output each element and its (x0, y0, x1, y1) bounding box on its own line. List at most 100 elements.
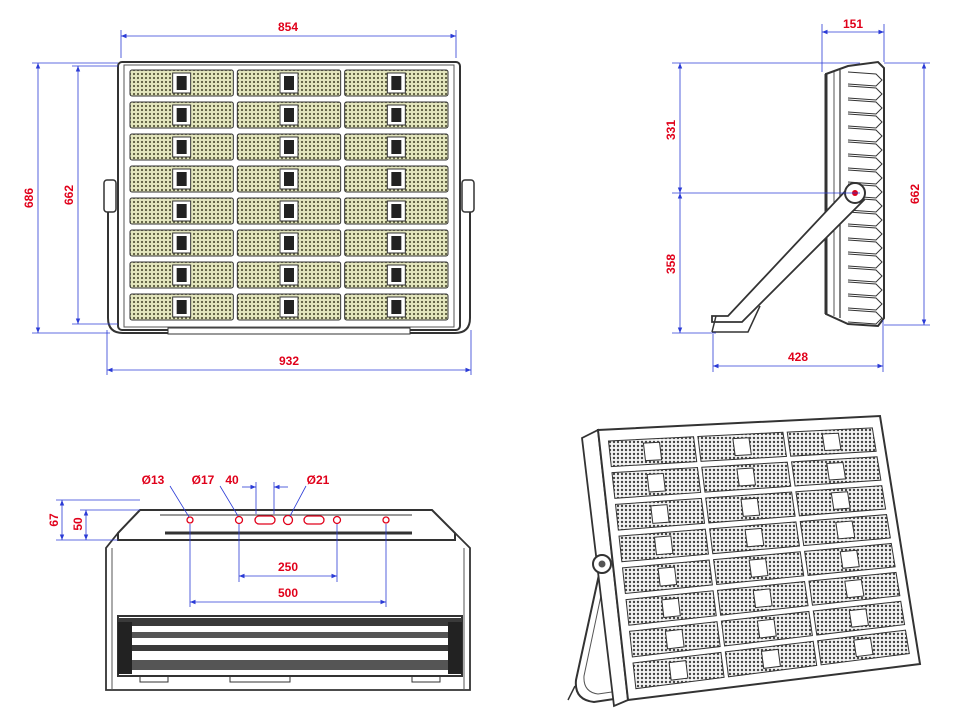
front-lens-core (284, 300, 294, 314)
front-lens-core (284, 140, 294, 154)
side-fin (847, 267, 883, 283)
iso-lens (661, 597, 681, 619)
side-fin (847, 85, 883, 101)
label-d17: Ø17 (192, 473, 215, 487)
side-fin (847, 295, 883, 311)
dim-50-label: 50 (71, 517, 85, 531)
front-lens-core (284, 76, 294, 90)
front-lens-core (176, 108, 187, 122)
iso-lens (642, 441, 663, 462)
front-lens-core (284, 204, 294, 218)
front-housing-inner (123, 64, 455, 328)
side-fin (847, 211, 883, 227)
iso-lens (744, 527, 765, 548)
hole-d21 (282, 514, 294, 526)
front-lens-core (391, 204, 402, 218)
front-lens-core (176, 76, 187, 90)
front-view: 854 932 686 662 (22, 20, 475, 375)
iso-lens (668, 660, 689, 681)
front-lens-core (284, 108, 294, 122)
front-lens-core (284, 268, 294, 282)
front-lens-core (176, 172, 187, 186)
iso-bracket (574, 569, 851, 704)
front-pivot-right (461, 179, 475, 213)
front-lens-core (176, 268, 187, 282)
iso-lens (646, 472, 666, 493)
iso-lens (748, 558, 769, 578)
bottom-view: Ø13 Ø17 Ø21 40 67 50 250 500 (47, 473, 471, 691)
front-lens-core (284, 236, 294, 250)
front-lens-core (391, 300, 402, 314)
hole-right-2 (382, 516, 390, 524)
isometric-view (567, 414, 922, 708)
iso-led-modules (607, 427, 910, 690)
side-fin (847, 113, 883, 129)
front-lens-core (176, 236, 187, 250)
label-d13: Ø13 (142, 473, 165, 487)
dim-428-label: 428 (788, 350, 808, 364)
front-led-modules (129, 69, 449, 321)
dim-854-label: 854 (278, 20, 298, 34)
side-fin (847, 127, 883, 143)
side-fin (847, 71, 883, 87)
iso-lens (664, 628, 685, 650)
iso-lens (848, 608, 869, 628)
iso-lens (657, 566, 678, 587)
side-fin (847, 169, 883, 185)
side-heatsink-fins (833, 70, 883, 325)
dim-151-label: 151 (843, 17, 863, 31)
side-fin (847, 225, 883, 241)
dim-331-label: 331 (664, 120, 678, 140)
front-lens-core (176, 204, 187, 218)
front-lens-core (391, 76, 402, 90)
side-fin (847, 197, 883, 213)
slot-40-right (303, 515, 325, 525)
iso-lens (732, 437, 752, 457)
iso-lens (653, 535, 674, 556)
dim-500-label: 500 (278, 586, 298, 600)
iso-lens (853, 637, 874, 658)
dim-686-label: 686 (22, 188, 36, 208)
iso-lens (736, 467, 757, 487)
slot-40-left (254, 515, 276, 525)
front-bottom-bar (167, 327, 411, 335)
dim-662-front-label: 662 (62, 185, 76, 205)
iso-lens (760, 648, 781, 669)
front-lens-core (391, 172, 402, 186)
side-view: 151 331 358 662 428 (664, 17, 930, 372)
dim-250-label: 250 (278, 560, 298, 574)
iso-lens (740, 497, 761, 517)
front-lens-core (391, 268, 402, 282)
dim-358-label: 358 (664, 254, 678, 274)
front-lens-core (284, 172, 294, 186)
iso-lens (821, 432, 842, 452)
dim-40-label: 40 (225, 473, 239, 487)
side-fin (847, 239, 883, 255)
front-lens-core (391, 140, 402, 154)
hole-right-1 (332, 515, 342, 525)
side-bracket-arm (711, 184, 866, 323)
iso-lens (839, 549, 860, 569)
side-fin (847, 281, 883, 297)
front-pivot-left (103, 179, 117, 213)
label-d21: Ø21 (307, 473, 330, 487)
side-fin (847, 141, 883, 157)
side-fin (847, 99, 883, 115)
dim-662-side-label: 662 (908, 184, 922, 204)
dim-932-label: 932 (279, 354, 299, 368)
side-fin (847, 253, 883, 269)
iso-lens (756, 618, 777, 639)
front-lens-core (176, 140, 187, 154)
side-fin (847, 309, 883, 325)
dim-67-label: 67 (47, 513, 61, 527)
iso-lens (844, 579, 865, 599)
front-lens-core (391, 108, 402, 122)
front-lens-core (176, 300, 187, 314)
iso-lens (830, 491, 851, 510)
iso-lens (826, 461, 847, 481)
front-lens-core (391, 236, 402, 250)
side-fin (847, 155, 883, 171)
iso-lens (835, 520, 856, 540)
hole-d13 (186, 516, 194, 524)
